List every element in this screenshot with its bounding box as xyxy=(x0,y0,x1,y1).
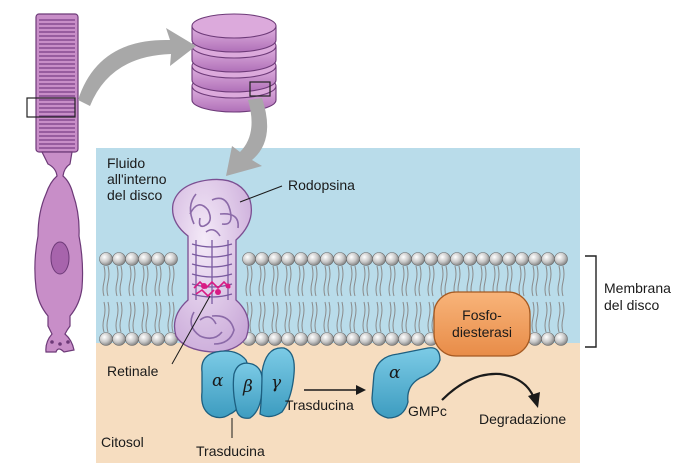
retinale-leader xyxy=(171,295,211,365)
beta-label: β xyxy=(242,377,253,397)
trasducina-arrow-label: Trasducina xyxy=(285,397,354,413)
rod-disc-stripes xyxy=(39,19,75,149)
degradazione-label: Degradazione xyxy=(479,411,566,427)
gamma-label: γ xyxy=(271,373,282,393)
enzyme-label-line2: diesterasi xyxy=(452,324,512,340)
zoom-arrow-discs-to-membrane xyxy=(226,98,268,176)
gmpc-label: GMPc xyxy=(408,403,447,419)
rodopsina-leader xyxy=(239,185,283,203)
fluid-label-line1: Fluido xyxy=(107,155,145,171)
retinal-molecule xyxy=(193,280,231,298)
fluid-label-line3: del disco xyxy=(107,187,162,203)
degradation-arrow xyxy=(441,372,536,401)
trasducina-bottom-label: Trasducina xyxy=(196,443,265,459)
transducin-complex xyxy=(201,347,295,419)
rodopsina-label: Rodopsina xyxy=(288,177,355,193)
cytosol-region xyxy=(96,343,580,463)
fluid-label-line2: all'interno xyxy=(107,171,167,187)
citosol-label: Citosol xyxy=(101,434,144,450)
retinale-label: Retinale xyxy=(107,363,159,379)
rhodopsin xyxy=(171,178,253,353)
alpha-label: α xyxy=(212,371,224,391)
rod-zoom-box xyxy=(26,97,76,118)
disc-stack xyxy=(191,13,277,113)
disc-zoom-box xyxy=(249,81,271,97)
zoom-arrow-rod-to-discs xyxy=(78,28,196,106)
gamma-subunit xyxy=(259,347,295,418)
beta-subunit xyxy=(232,362,263,419)
rod-cell xyxy=(26,13,84,353)
membrane-label-line2: del disco xyxy=(604,297,659,313)
free-alpha-transducin xyxy=(371,347,441,419)
degradation-arrowhead xyxy=(528,392,540,408)
activation-arrowhead xyxy=(356,385,366,395)
membrane-bracket xyxy=(585,255,597,348)
free-alpha-label: α xyxy=(389,363,401,383)
phosphodiesterase xyxy=(433,291,531,357)
enzyme-label-line1: Fosfo- xyxy=(462,307,502,323)
membrane-label-line1: Membrana xyxy=(604,280,671,296)
